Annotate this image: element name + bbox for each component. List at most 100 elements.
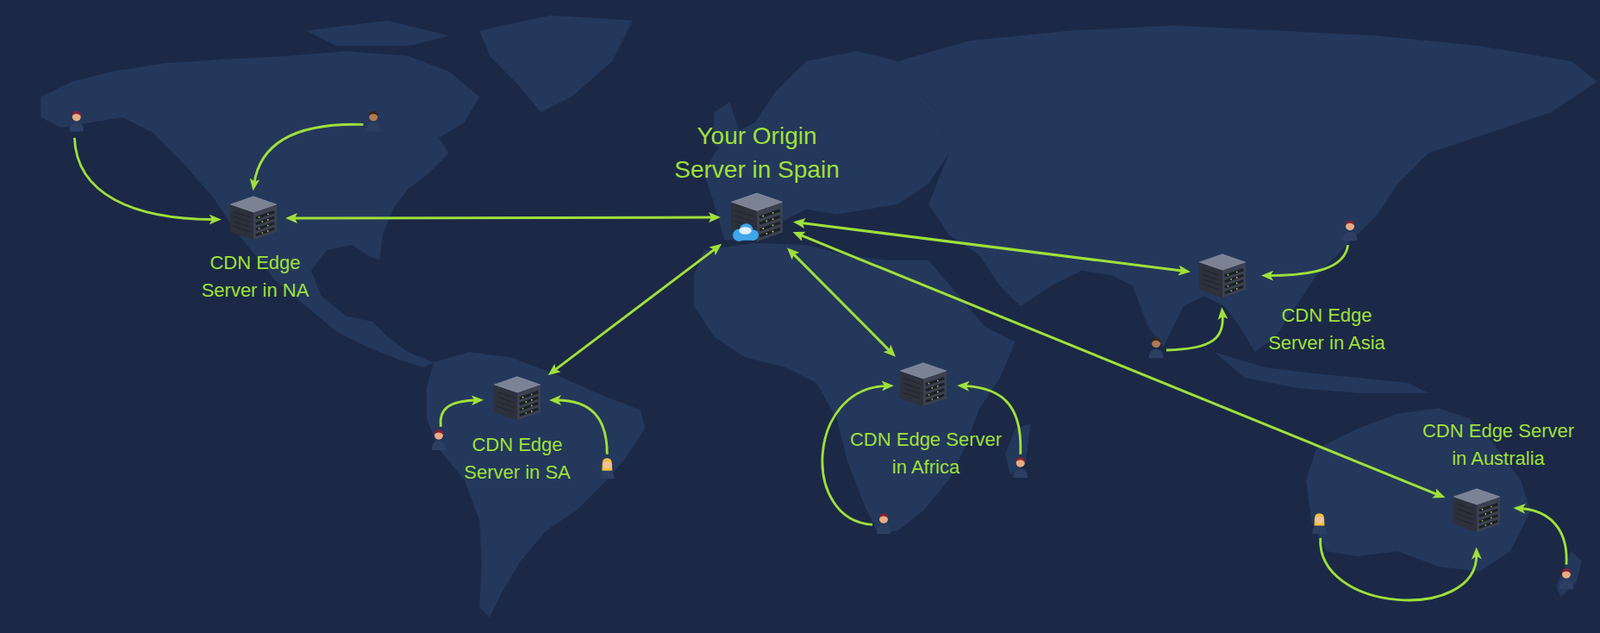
user-arrow (1520, 507, 1567, 564)
status-light (261, 231, 263, 234)
status-light (772, 218, 775, 220)
status-light (525, 400, 527, 403)
user-arrow (440, 400, 477, 427)
connector-arrow (553, 248, 717, 372)
user-arrow (556, 400, 607, 455)
user-icon (1149, 337, 1164, 359)
madagascar (1005, 423, 1032, 475)
vent-line (233, 212, 251, 219)
status-light (937, 379, 939, 382)
status-light (762, 227, 764, 230)
status-light (765, 232, 768, 235)
cloud-icon (732, 223, 759, 242)
cloud-base (735, 234, 756, 241)
server-front (923, 370, 947, 407)
vent-line (734, 210, 754, 217)
status-light (531, 393, 533, 395)
edge-server: CDN Edge Server in SA (490, 374, 544, 423)
status-light (1236, 276, 1238, 279)
vent-line (233, 216, 251, 223)
server-side (731, 201, 757, 241)
server-side (1199, 262, 1223, 298)
status-light (522, 396, 525, 399)
connector-arrow (792, 252, 892, 352)
vent-line (1202, 274, 1220, 281)
user-icon (876, 512, 892, 534)
status-light (1227, 274, 1230, 276)
server-front (756, 201, 783, 241)
status-light (531, 410, 533, 413)
server-icon (226, 193, 281, 243)
user-arrow (254, 124, 364, 184)
users (68, 111, 1574, 589)
vent-line (903, 378, 921, 385)
vent-line (1202, 279, 1220, 286)
status-light (937, 396, 939, 399)
vent-line (1202, 283, 1220, 290)
rack-slot (256, 228, 275, 235)
rack-slot (1225, 286, 1244, 293)
edge-server: CDN Edge Server in Africa (896, 360, 950, 409)
status-light (1481, 508, 1484, 511)
arctic-islands (306, 20, 450, 47)
vent-line (497, 406, 515, 413)
north-america (40, 50, 480, 368)
user-icon (1559, 568, 1575, 589)
japan (1331, 183, 1363, 245)
connector-arrow (799, 234, 1439, 495)
status-light (772, 231, 775, 233)
connector-arrow (292, 216, 714, 220)
vent-line (497, 392, 515, 399)
status-light (1230, 278, 1232, 281)
edge-label: CDN Edge Server in Australia (1416, 417, 1581, 473)
server-front (517, 384, 541, 420)
server-icon (725, 190, 788, 244)
user-icon (366, 111, 382, 132)
status-light (1484, 524, 1487, 526)
vent-line (497, 401, 515, 408)
server-icon (490, 374, 544, 423)
greenland (479, 15, 633, 113)
edge-server: CDN Edge Server in Asia (1195, 251, 1250, 300)
africa (693, 243, 1016, 533)
status-light (1490, 511, 1493, 513)
status-light (522, 407, 525, 410)
status-light (1227, 285, 1230, 288)
status-light (1490, 517, 1493, 519)
indonesia (1214, 351, 1430, 393)
status-light (937, 385, 939, 388)
status-light (1490, 505, 1493, 507)
status-light (931, 398, 933, 400)
new-zealand (1556, 550, 1582, 597)
status-light (261, 220, 263, 223)
status-light (1490, 522, 1493, 525)
status-light (258, 227, 261, 230)
status-light (267, 212, 269, 215)
server-side (493, 384, 518, 420)
edge-label: CDN Edge Server in Africa (843, 425, 1008, 482)
vent-line (233, 225, 251, 232)
user-icon (1312, 512, 1327, 534)
asia (898, 25, 1598, 353)
status-light (762, 215, 764, 218)
edge-label: CDN Edge Server in SA (452, 431, 582, 487)
user-arrow (1166, 314, 1223, 350)
status-light (931, 387, 933, 389)
user-arrow (1320, 537, 1477, 600)
vent-line (233, 221, 251, 228)
user-arrow (74, 137, 214, 220)
vent-line (1456, 504, 1475, 511)
edge-label: CDN Edge Server in NA (190, 249, 320, 305)
server-icon (896, 360, 950, 409)
user-arrows (74, 124, 1567, 600)
status-light (772, 224, 775, 226)
cloud-highlight (738, 226, 751, 234)
status-light (1236, 270, 1238, 273)
status-light (531, 399, 533, 401)
server-icon (1195, 251, 1250, 300)
connector-arrow (800, 222, 1184, 271)
user-icon (600, 457, 615, 479)
